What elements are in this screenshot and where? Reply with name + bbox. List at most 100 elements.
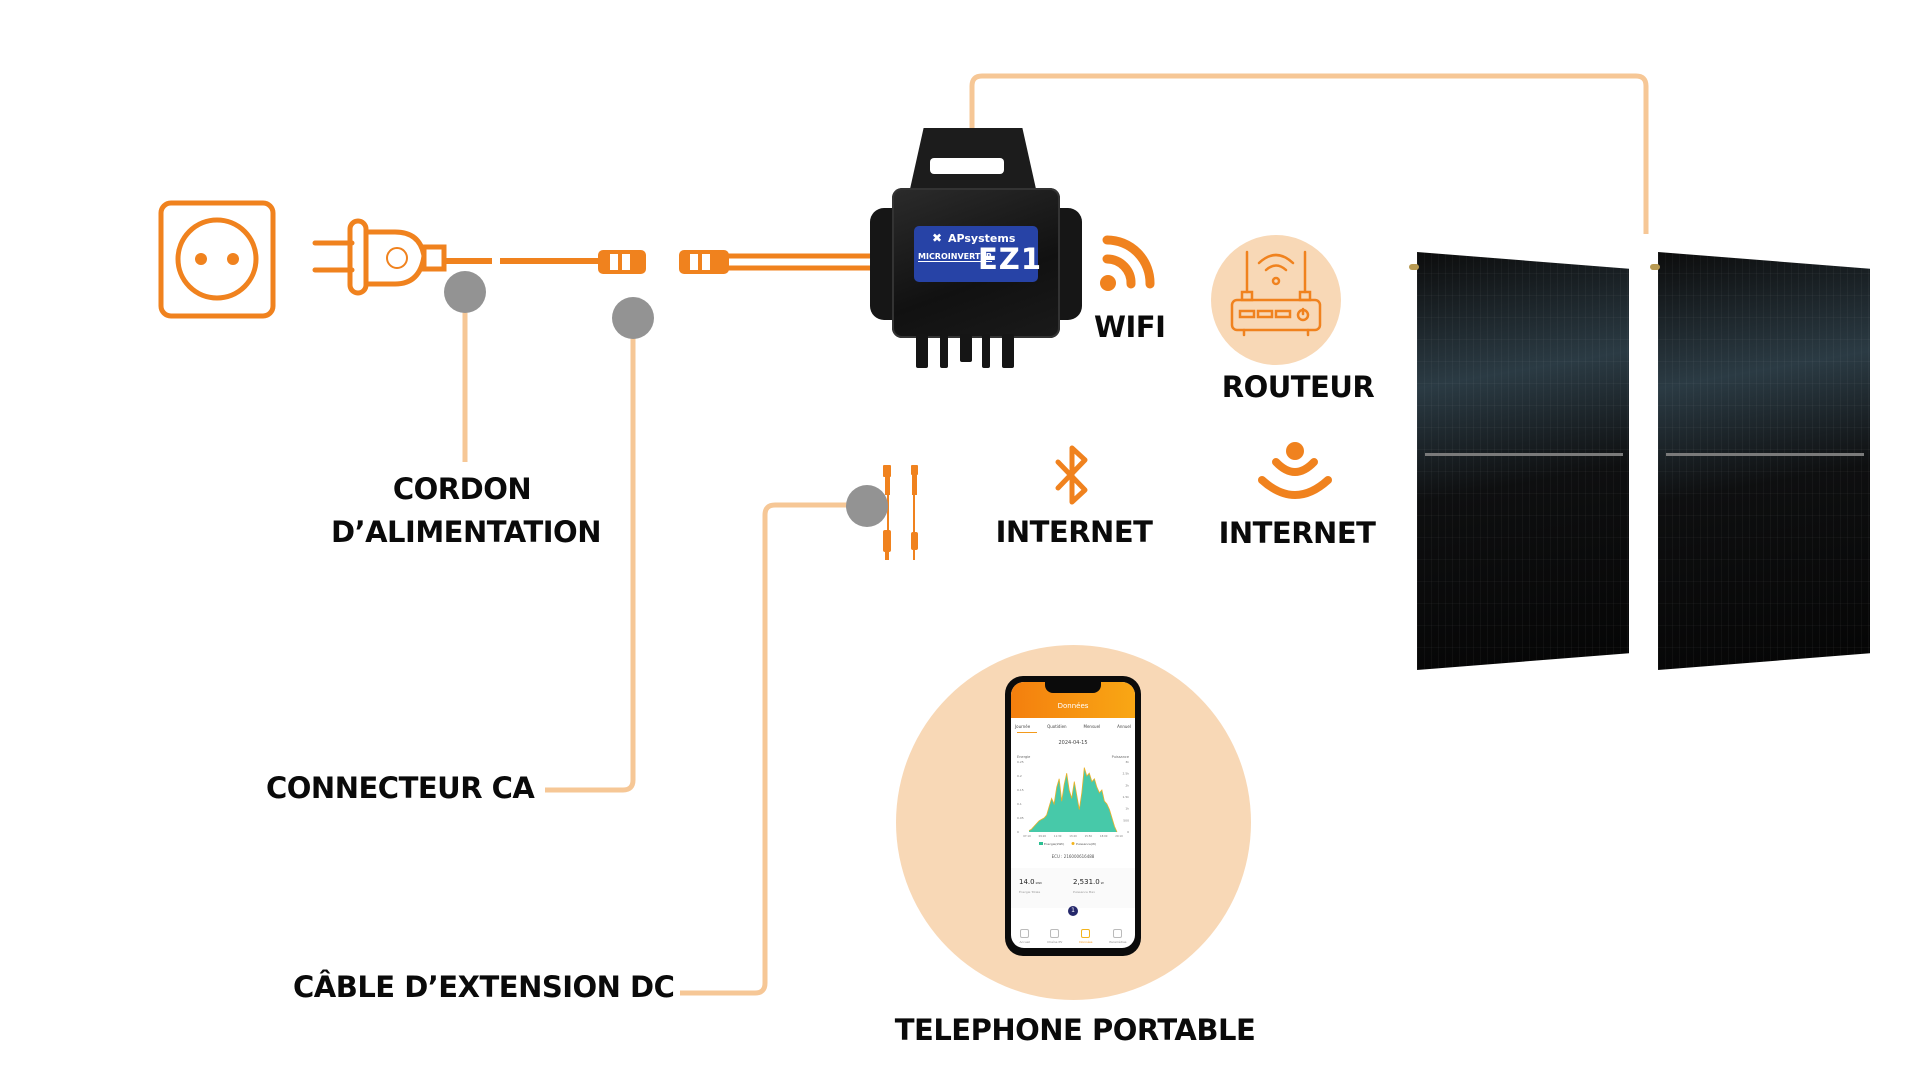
x-tick-label: 15:50: [1085, 834, 1093, 838]
left-tick-label: 0.15: [1017, 788, 1024, 792]
dc-extension-label: CÂBLE D’EXTENSION DC: [293, 970, 675, 1004]
chart-icon: [1081, 929, 1091, 938]
x-tick-label: 07:10: [1023, 834, 1031, 838]
app-tabs: Journée Quotidien Mensuel Annuel: [1015, 724, 1131, 729]
max-power-label: Puissance Max: [1073, 890, 1096, 894]
inverter-ac-port: [960, 334, 972, 362]
app-stats: [1011, 868, 1135, 908]
inverter-label: ✖ APsystems MICROINVERTER EZ1: [914, 226, 1041, 282]
wifi-label: WIFI: [1094, 310, 1166, 344]
app-tab-daily[interactable]: Quotidien: [1047, 724, 1067, 729]
energy-area: [1029, 767, 1117, 832]
ac-connector-marker[interactable]: [612, 297, 654, 339]
grid-icon: [1050, 929, 1060, 938]
legend-energy: Energie(kWh): [1044, 842, 1064, 846]
nav-data[interactable]: Données: [1079, 929, 1092, 944]
bluetooth-internet-label: INTERNET: [995, 515, 1153, 549]
inverter-model: EZ1: [978, 242, 1043, 276]
x-tick-label: 11:30: [1054, 834, 1062, 838]
x-tick-label: 09:20: [1039, 834, 1047, 838]
app-tab-underline: [1017, 732, 1037, 733]
total-energy-value: 14.0 kWh: [1019, 878, 1043, 886]
app-title: Données: [1057, 702, 1089, 710]
left-axis-title: Energie: [1017, 755, 1030, 759]
dc-extension-leader-line: [680, 502, 856, 996]
right-tick-label: 1k: [1125, 807, 1129, 811]
ecu-id: 216000616488: [1063, 854, 1095, 859]
x-tick-label: 20:10: [1115, 834, 1123, 838]
power-cord-label-line1: CORDON: [392, 472, 532, 506]
legend-power-swatch: [1071, 842, 1075, 845]
right-tick-label: 1.5k: [1122, 795, 1129, 799]
ac-connector-icon: [598, 250, 729, 274]
power-socket-icon: [158, 200, 276, 319]
router-label: ROUTEUR: [1221, 370, 1375, 404]
mobile-phone: Données Journée Quotidien Mensuel Annuel…: [1005, 676, 1141, 956]
power-line: [1028, 767, 1118, 833]
app-ecu-line: ECU : 216000616488: [1011, 854, 1135, 859]
power-plug-icon: [312, 218, 447, 296]
left-tick-label: 0.05: [1017, 816, 1024, 820]
app-bottom-nav: Accueil Chaîne PV Données Paramètres: [1011, 914, 1135, 948]
power-cord-label-line2: D’ALIMENTATION: [331, 515, 601, 549]
dc-extension-cable-icon: [883, 465, 918, 560]
solar-panel-divider: [1425, 453, 1623, 456]
left-tick-label: 0.25: [1017, 760, 1024, 764]
left-tick-label: 0.2: [1017, 774, 1022, 778]
legend-power: Puissance(W): [1076, 842, 1096, 846]
left-tick-label: 0.1: [1017, 802, 1022, 806]
dc-extension-marker[interactable]: [846, 485, 888, 527]
app-tab-day[interactable]: Journée: [1015, 724, 1031, 729]
inverter-dc-port: [916, 334, 928, 368]
nav-settings[interactable]: Paramètres: [1109, 929, 1126, 944]
right-axis-title: Puissance: [1112, 755, 1129, 759]
microinverter: ✖ APsystems MICROINVERTER EZ1: [870, 128, 1082, 368]
right-tick-label: 0: [1127, 830, 1129, 834]
inverter-mount-slot: [930, 158, 1004, 174]
step-badge: 1: [1068, 906, 1078, 916]
ac-connector-leader-line: [545, 330, 636, 793]
x-tick-label: 13:40: [1069, 834, 1077, 838]
right-tick-label: 3k: [1125, 760, 1129, 764]
mobile-phone-label: TELEPHONE PORTABLE: [894, 1013, 1256, 1047]
ac-connector-label: CONNECTEUR CA: [266, 771, 535, 805]
inverter-dc-port: [940, 334, 948, 368]
x-tick-label: 18:00: [1100, 834, 1108, 838]
solar-panel: [1658, 252, 1870, 670]
wireless-internet-label: INTERNET: [1218, 516, 1376, 550]
phone-screen: Données Journée Quotidien Mensuel Annuel…: [1011, 682, 1135, 948]
inverter-dc-port: [1002, 334, 1014, 368]
inverter-to-panels-line: [969, 73, 1649, 234]
inverter-ac-cable: [728, 253, 880, 271]
solar-panel-connector: [1409, 264, 1419, 270]
phone-notch: [1045, 682, 1101, 693]
home-icon: [1020, 929, 1030, 938]
right-tick-label: 2k: [1125, 783, 1129, 787]
gear-icon: [1113, 929, 1123, 938]
ecu-label: ECU :: [1051, 854, 1063, 859]
app-tab-yearly[interactable]: Annuel: [1117, 724, 1131, 729]
wifi-icon: [1100, 235, 1155, 291]
app-date[interactable]: 2024-04-15: [1058, 740, 1088, 746]
app-energy-chart: Energie Puissance 0.25 0.2 0.15 0.1 0.05 0 3k…: [1017, 755, 1129, 846]
solar-panel-connector: [1650, 264, 1660, 270]
right-tick-label: 2.5k: [1122, 772, 1129, 776]
bluetooth-icon: [1055, 445, 1088, 505]
apsystems-logo-icon: ✖: [932, 231, 943, 245]
inverter-brand: APsystems: [948, 232, 1016, 245]
nav-home[interactable]: Accueil: [1019, 929, 1030, 944]
inverter-type: MICROINVERTER: [918, 252, 992, 262]
wireless-signal-icon: [1258, 442, 1332, 499]
solar-panel-divider: [1666, 453, 1864, 456]
power-cord-marker[interactable]: [444, 271, 486, 313]
legend-energy-swatch: [1039, 842, 1043, 845]
solar-panel: [1417, 252, 1629, 670]
app-tab-monthly[interactable]: Mensuel: [1083, 724, 1101, 729]
inverter-dc-port: [982, 334, 990, 368]
nav-pv-string[interactable]: Chaîne PV: [1047, 929, 1062, 944]
total-energy-label: Énergie Totale: [1019, 890, 1041, 894]
left-tick-label: 0: [1017, 830, 1019, 834]
